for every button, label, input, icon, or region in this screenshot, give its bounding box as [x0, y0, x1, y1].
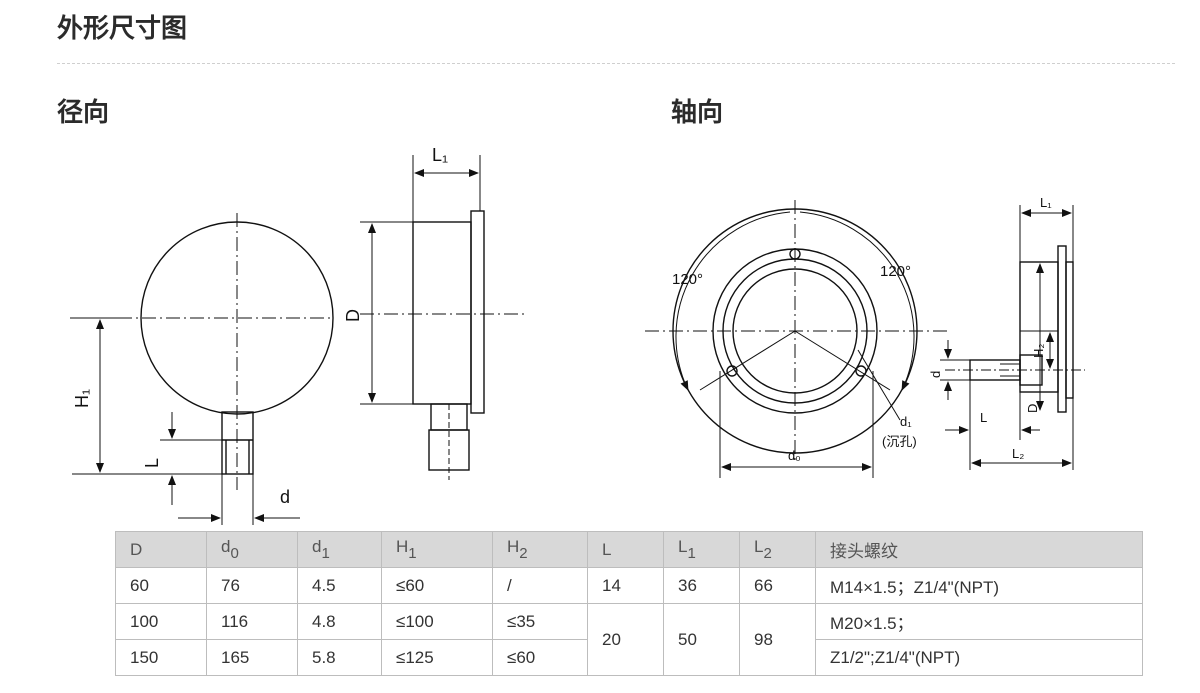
label-D-radial: D	[343, 309, 363, 322]
label-L-axial: L	[980, 410, 987, 425]
table-header-row: D d0 d1 H1 H2 L L1 L2 接头螺纹	[115, 531, 1143, 568]
cell-merged-L1: 50	[663, 603, 740, 676]
cell: ≤35	[492, 603, 588, 640]
cell: /	[492, 567, 588, 604]
cell-merged-L2: 98	[739, 603, 816, 676]
label-d1: d₁	[900, 414, 912, 429]
header-H1: H1	[381, 531, 493, 568]
axial-side-view	[940, 205, 1085, 470]
cell: 165	[206, 639, 298, 676]
header-L1: L1	[663, 531, 740, 568]
label-L1-radial: L₁	[432, 145, 448, 165]
label-angle-right: 120°	[880, 263, 911, 280]
cell: 116	[206, 603, 298, 640]
cell: M14×1.5；Z1/4"(NPT)	[815, 567, 1143, 604]
cell: 14	[587, 567, 664, 604]
cell: 76	[206, 567, 298, 604]
radial-front-view	[70, 213, 334, 525]
section-radial-title: 径向	[57, 98, 110, 128]
divider	[57, 63, 1175, 64]
cell: 60	[115, 567, 207, 604]
cell-thread-line1: M20×1.5；	[815, 603, 1143, 640]
cell: ≤100	[381, 603, 493, 640]
cell: 66	[739, 567, 816, 604]
front-bezel	[470, 210, 485, 414]
cell: 5.8	[297, 639, 382, 676]
section-axial-title: 轴向	[671, 98, 724, 128]
header-H2: H2	[492, 531, 588, 568]
cell: 4.8	[297, 603, 382, 640]
header-L: L	[587, 531, 664, 568]
table-row: 100 116 4.8 ≤100 ≤35 20 50 98 M20×1.5；	[115, 603, 1143, 676]
label-counterbore: (沉孔)	[882, 434, 917, 449]
cell: ≤60	[492, 639, 588, 676]
cell-thread-line2: Z1/2";Z1/4"(NPT)	[815, 639, 1143, 676]
axial-front-view	[645, 200, 950, 478]
header-thread: 接头螺纹	[815, 531, 1143, 568]
mount-hole-top	[789, 248, 801, 260]
label-d-radial: d	[280, 487, 290, 507]
cell: 150	[115, 639, 207, 676]
dimension-drawings: H₁ L d L₁ D 120	[70, 145, 1085, 525]
case-body	[412, 221, 472, 405]
cell: ≤60	[381, 567, 493, 604]
label-angle-left: 120°	[672, 271, 703, 288]
cell: 100	[115, 603, 207, 640]
label-L2: L₂	[1012, 446, 1024, 461]
mount-hole-left	[726, 365, 738, 377]
radial-connector	[221, 411, 254, 475]
label-H1: H₁	[72, 389, 92, 408]
page-title: 外形尺寸图	[57, 14, 188, 44]
header-D: D	[115, 531, 207, 568]
label-H2: H₂	[1031, 344, 1046, 358]
label-d0: d₀	[788, 448, 801, 463]
table-row: 60 76 4.5 ≤60 / 14 36 66 M14×1.5；Z1/4"(N…	[115, 567, 1143, 604]
dimension-table: D d0 d1 H1 H2 L L1 L2 接头螺纹 60 76 4.5 ≤60…	[115, 531, 1143, 676]
label-L-radial: L	[142, 458, 162, 468]
radial-side-view	[360, 155, 525, 480]
header-d1: d1	[297, 531, 382, 568]
label-D-axial: D	[1025, 404, 1040, 413]
cell-merged-L: 20	[587, 603, 664, 676]
header-d0: d0	[206, 531, 298, 568]
table-row: 150 165 5.8 ≤125 ≤60 Z1/2";Z1/4"(NPT)	[115, 639, 1143, 676]
mount-hole-right	[855, 365, 867, 377]
cell: 4.5	[297, 567, 382, 604]
header-L2: L2	[739, 531, 816, 568]
cell: 36	[663, 567, 740, 604]
label-L1-axial: L₁	[1040, 195, 1052, 210]
label-d-axial: d	[928, 371, 943, 378]
cell: ≤125	[381, 639, 493, 676]
